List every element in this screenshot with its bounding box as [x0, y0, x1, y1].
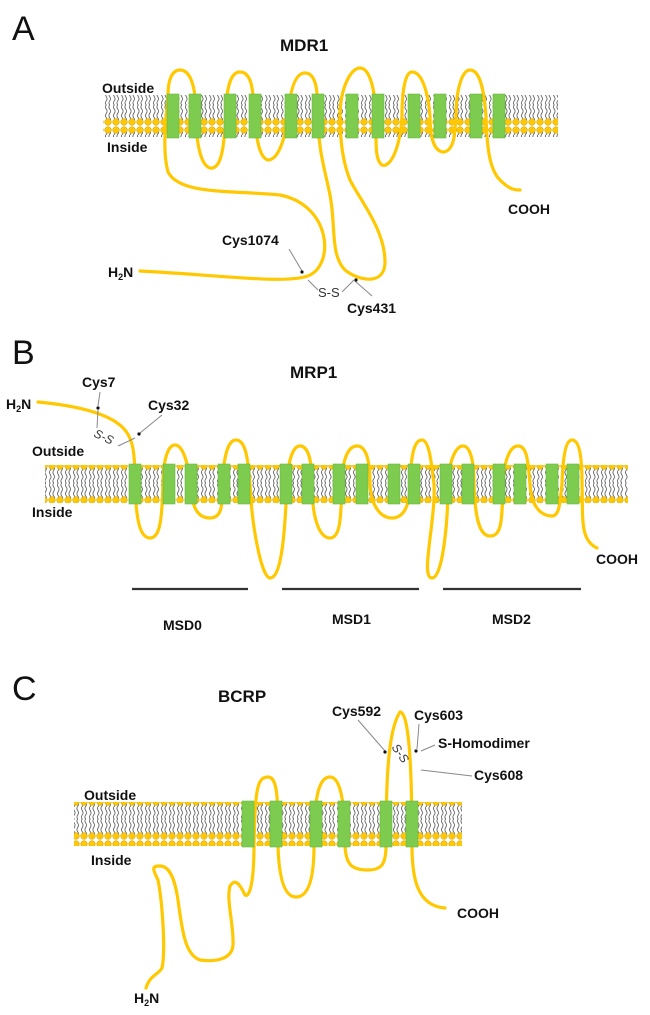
panel-b-cys32-marker: [137, 432, 141, 436]
domain-label-msd2: MSD2: [492, 611, 531, 627]
tm-helix: [237, 463, 251, 505]
tm-helix: [162, 463, 176, 505]
panel-b-cys7-marker: [96, 406, 100, 410]
panel-b-helices: [128, 463, 580, 505]
panel-c-helices: [241, 800, 419, 848]
tm-helix: [433, 93, 447, 139]
panel-a-cys1074-leader: [288, 248, 303, 272]
panel-c-cys608-leader: [420, 769, 473, 777]
panel-c-homodimer-leader: [420, 744, 436, 752]
panel-c-cys608-label: Cys608: [474, 767, 523, 783]
tm-helix: [217, 463, 231, 505]
panel-a-n-terminus: H2N: [108, 264, 133, 282]
tm-helix: [405, 800, 419, 848]
tm-helix: [128, 463, 142, 505]
tm-helix: [301, 463, 315, 505]
panel-c-c-terminus: COOH: [457, 905, 499, 921]
panel-c-cys603-marker: [414, 749, 418, 753]
panel-b-cys32-leader: [139, 414, 163, 434]
panel-c-outside-label: Outside: [84, 787, 136, 803]
panel-a-cys431-leader: [354, 280, 373, 297]
tm-helix: [241, 800, 255, 848]
tm-helix: [407, 463, 421, 505]
panel-c-cys592-leader: [357, 719, 386, 752]
tm-helix: [188, 93, 202, 139]
tm-helix: [407, 93, 421, 139]
panel-c-cys592-marker: [383, 750, 387, 754]
panel-a-cys431-marker: [354, 278, 358, 282]
panel-b-ss-leader-2: [117, 437, 136, 447]
panel-b-c-terminus: COOH: [596, 551, 638, 567]
tm-helix: [284, 93, 298, 139]
panel-b-disulfide-label: S-S: [92, 426, 116, 447]
panel-b-cys32-label: Cys32: [148, 397, 189, 413]
tm-helix: [469, 93, 483, 139]
panel-c-cys592-label: Cys592: [332, 703, 381, 719]
panel-c-inside-label: Inside: [91, 852, 132, 868]
panel-a-cys431-label: Cys431: [347, 300, 396, 316]
tm-helix: [248, 93, 262, 139]
tm-helix: [566, 463, 580, 505]
tm-helix: [309, 800, 323, 848]
domain-label-msd0: MSD0: [163, 617, 202, 633]
panel-b-inside-label: Inside: [32, 504, 73, 520]
tm-helix: [269, 800, 283, 848]
tm-helix: [355, 463, 369, 505]
panel-c-homodimer-label: S-Homodimer: [438, 735, 530, 751]
tm-helix: [461, 463, 475, 505]
panel-c-polypeptide-chain: [144, 710, 447, 990]
panel-a-title: MDR1: [280, 36, 328, 55]
panel-a-disulfide-label: S-S: [318, 285, 340, 300]
tm-helix: [279, 463, 293, 505]
panel-c-n-terminus: H2N: [134, 990, 159, 1008]
panel-a-cys1074-label: Cys1074: [222, 232, 279, 248]
panel-c-lipid-bilayer: [74, 802, 462, 846]
tm-helix: [184, 463, 198, 505]
panel-letter-a: A: [12, 10, 35, 48]
tm-helix: [345, 93, 359, 139]
panel-letter-b: B: [12, 334, 35, 372]
panel-a-outside-label: Outside: [102, 80, 154, 96]
tm-helix: [337, 800, 351, 848]
tm-helix: [332, 463, 346, 505]
panel-a-c-terminus: COOH: [508, 201, 550, 217]
panel-b-cys7-leader: [97, 391, 101, 407]
tm-helix: [387, 463, 401, 505]
tm-helix: [311, 93, 325, 139]
tm-helix: [223, 93, 237, 139]
panel-c: C BCRP Outside Inside H2N COOH Cys592 Cy…: [12, 670, 530, 1008]
panel-a-cys1074-marker: [300, 270, 304, 274]
tm-helix: [492, 93, 506, 139]
panel-letter-c: C: [12, 670, 37, 708]
tm-helix: [439, 463, 453, 505]
panel-a-ss-leader-2: [341, 279, 355, 293]
tm-helix: [379, 800, 393, 848]
panel-b-outside-label: Outside: [32, 443, 84, 459]
tm-helix: [371, 93, 385, 139]
panel-b: B MRP1 Outside Inside H2N COOH: [6, 334, 638, 633]
panel-b-n-terminus: H2N: [6, 396, 31, 414]
panel-c-title: BCRP: [218, 687, 266, 706]
tm-helix: [545, 463, 559, 505]
tm-helix: [166, 93, 180, 139]
panel-a-helices: [166, 93, 506, 139]
tm-helix: [513, 463, 527, 505]
tm-helix: [492, 463, 506, 505]
panel-c-cys603-leader: [416, 723, 420, 750]
domain-label-msd1: MSD1: [332, 611, 371, 627]
panel-b-title: MRP1: [290, 363, 337, 382]
panel-b-ss-leader: [96, 409, 99, 429]
panel-a-ss-leader: [307, 279, 319, 291]
panel-c-cys603-label: Cys603: [414, 707, 463, 723]
panel-a: A MDR1 Outside Inside H2N COOH Cys1074 C…: [12, 10, 558, 316]
panel-a-inside-label: Inside: [107, 139, 148, 155]
panel-b-cys7-label: Cys7: [82, 374, 116, 390]
